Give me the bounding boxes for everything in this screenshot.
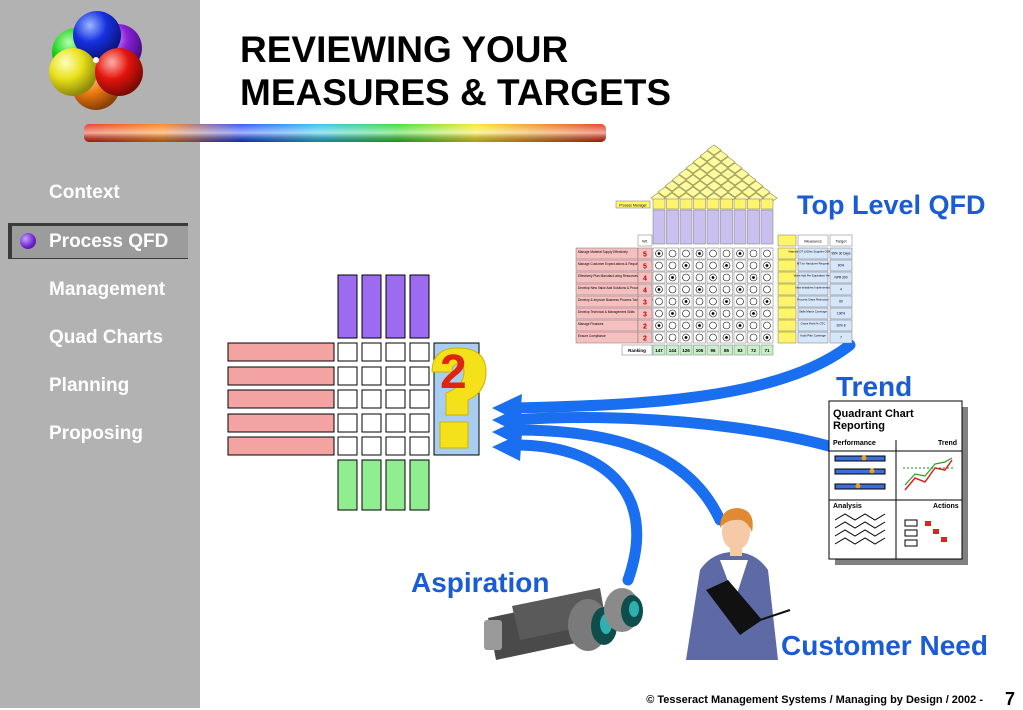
page-title-line1: REVIEWING YOUR [240,29,569,70]
page-title: REVIEWING YOUR MEASURES & TARGETS [240,28,671,114]
qfd-row-target: 4 [840,288,842,292]
ranking-value: 72 [751,348,757,353]
nav-item-proposing[interactable]: Proposing [49,423,143,444]
ranking-value: 126 [682,348,690,353]
quad-analysis-label: Analysis [833,503,862,510]
ranking-value: 147 [655,348,663,353]
qfd-matrix-sketch [227,274,480,511]
qfd-row-measure: Skills Matrix Coverage [799,310,827,314]
quad-performance-label: Performance [833,440,876,447]
nav-item-management[interactable]: Management [49,279,166,300]
quad-actions-label: Actions [933,503,959,510]
qfd-row-label: Manage Customer Expect-ations & Requirem… [578,262,649,266]
ranking-value: 144 [669,348,677,353]
qfd-row-measure: New Initiatives Implemented [796,286,831,290]
qfd-row-weight: 5 [643,252,647,259]
ranking-value: 105 [696,348,704,353]
qfd-row-label: Manage Material Supply Effectively [578,250,628,254]
qfd-row-weight: 3 [643,300,647,307]
customer-need-label: Customer Need [781,630,988,661]
aspiration-label: Aspiration [411,567,550,598]
qfd-row-measure: MT for Handover Request [797,262,829,266]
measures-header: Measures [804,239,822,244]
qfd-row-label: Develop & Improve Business Process Tools… [578,298,656,302]
qfd-row-label: Develop New Value Add Solutions & Proces… [578,286,645,290]
qfd-row-weight: 4 [643,276,647,283]
quad-chart-card [828,400,968,565]
process-manager-label: Process Manager [619,204,647,208]
qfd-row-weight: 4 [643,288,647,295]
ranking-value: 96 [710,348,716,353]
qfd-row-target: 7 [840,336,842,340]
binoculars-icon [484,588,643,660]
qfd-row-target: NPR 300 [835,276,848,280]
businesswoman-icon [686,508,791,660]
arrowheads [492,394,522,461]
qfd-row-measure: Process Steps Reduction [797,298,829,302]
ranking-value: 71 [764,348,770,353]
qfd-row-measure: Audit Plan Coverage [800,334,826,338]
qfd-row-measure: Value Add Per Equivalent Head [794,274,833,278]
qfd-row-target: 90% [838,264,845,268]
target-header: Target [835,239,847,244]
nav-item-context[interactable]: Context [49,182,120,203]
question-mark-icon [431,347,487,449]
nav-item-quad-charts[interactable]: Quad Charts [49,327,164,348]
qfd-row-measure: Material OT & Effec Supplier OOR DSB [788,250,837,254]
quad-chart-title-line1: Quadrant Chart [833,408,914,420]
top-level-qfd-label: Top Level QFD [797,190,986,220]
process-manager-box [615,200,651,209]
qfd-row-label: Develop Technical & Management Skills [578,310,635,314]
qfd-row-label: Ensure Compliance [578,334,606,338]
qfd-row-target: 20% 8 [836,324,845,328]
quad-chart-title: Quadrant Chart Reporting [833,408,914,432]
page-title-line2: MEASURES & TARGETS [240,72,672,113]
ranking-label: Ranking [628,348,646,353]
bullet-icon [20,233,36,249]
ranking-value: 85 [724,348,730,353]
qfd-row-weight: 2 [643,324,647,331]
qfd-row-target: 95% 30 Days [832,252,851,256]
quad-chart-title-line2: Reporting [833,420,885,432]
qfd-row-weight: 5 [643,264,647,271]
qfd-row-target: 100% [837,312,845,316]
nav-item-planning[interactable]: Planning [49,375,130,396]
sidebar [0,0,200,708]
arrow-from-top-level-qfd [509,339,856,414]
quad-trend-label: Trend [938,440,958,447]
qfd-roof [650,144,778,204]
qfd-row-weight: 3 [643,312,647,319]
ranking-value: 83 [737,348,743,353]
qfd-row-target: 60 [839,300,843,304]
arrow-from-aspiration [509,439,643,586]
qfd-row-label: Effectively Plan Manufact-uring Resource… [578,274,638,278]
footer-copyright: © Tesseract Management Systems / Managin… [646,694,983,706]
qfd-row-weight: 2 [643,336,647,343]
page-number: 7 [1004,689,1015,709]
wt-header: Wt. [642,239,648,244]
nav-item-process-qfd[interactable]: Process QFD [49,231,169,252]
qfd-row-label: Manage Finances [578,322,604,326]
nav-active-highlight [12,226,188,258]
trend-label: Trend [836,371,913,402]
qfd-row-measure: Gross Profit % OTC [801,322,826,326]
question-number: 2 [440,346,467,399]
